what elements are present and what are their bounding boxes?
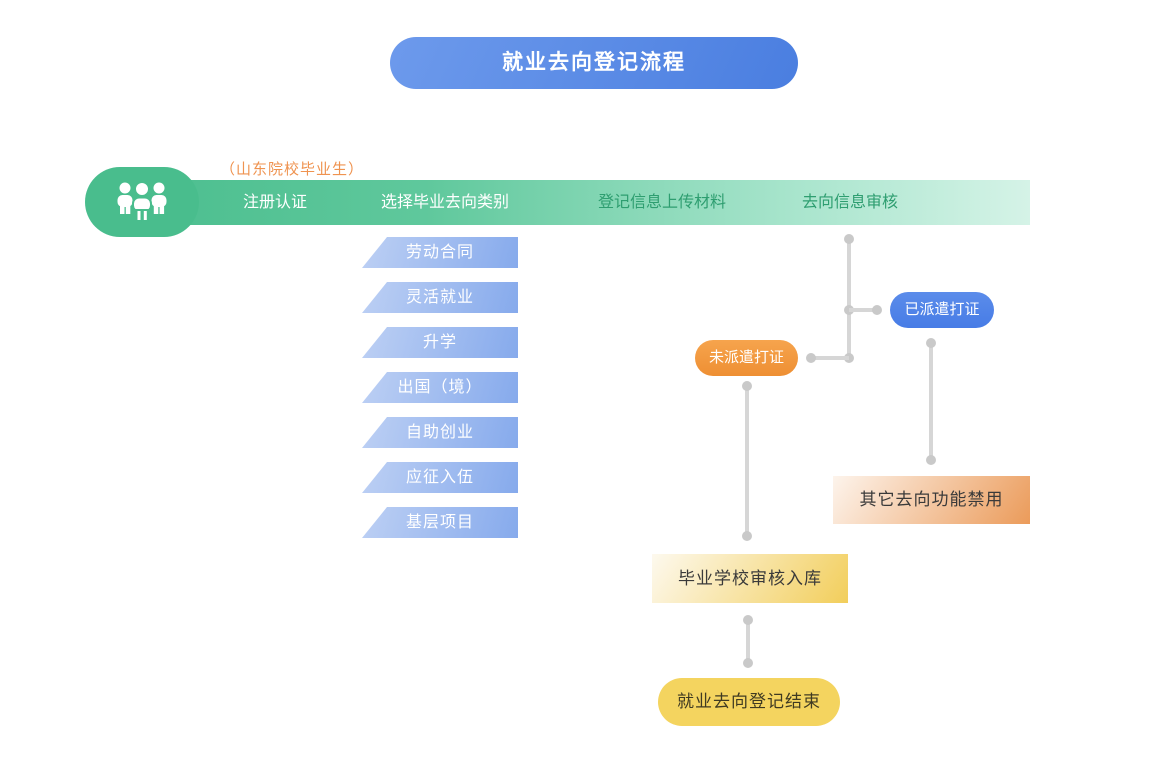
connector-line [847, 239, 851, 358]
connector-dot [926, 338, 936, 348]
connector-dot [872, 305, 882, 315]
connector-dot [806, 353, 816, 363]
connector-dot [742, 531, 752, 541]
graduates-badge [85, 167, 199, 237]
category-item-labor-contract: 劳动合同 [362, 237, 518, 268]
node-other-functions-disabled: 其它去向功能禁用 [833, 476, 1030, 524]
connector-dot [743, 658, 753, 668]
category-item-enlistment: 应征入伍 [362, 462, 518, 493]
step-label-review: 去向信息审核 [801, 194, 899, 211]
connector-line [746, 620, 750, 663]
connector-line [811, 356, 849, 360]
step-label-register: 注册认证 [242, 194, 308, 211]
node-registration-end: 就业去向登记结束 [658, 678, 840, 726]
page-title: 就业去向登记流程 [390, 37, 798, 89]
connector-dot [844, 234, 854, 244]
connector-dot [844, 353, 854, 363]
connector-line [849, 308, 877, 312]
node-school-review: 毕业学校审核入库 [652, 554, 848, 603]
step-label-upload-materials: 登记信息上传材料 [597, 194, 727, 211]
connector-dot [926, 455, 936, 465]
category-item-self-startup: 自助创业 [362, 417, 518, 448]
category-item-further-study: 升学 [362, 327, 518, 358]
audience-note: （山东院校毕业生） [220, 161, 365, 178]
node-dispatched: 已派遣打证 [890, 292, 994, 328]
category-item-abroad: 出国（境） [362, 372, 518, 403]
category-item-grassroots-program: 基层项目 [362, 507, 518, 538]
step-label-choose-category: 选择毕业去向类别 [380, 194, 510, 211]
process-bar [100, 180, 1030, 225]
connector-dot [742, 381, 752, 391]
node-not-dispatched: 未派遣打证 [695, 340, 798, 376]
connector-dot [743, 615, 753, 625]
connector-line [929, 343, 933, 460]
category-list: 劳动合同 灵活就业 升学 出国（境） 自助创业 应征入伍 基层项目 [362, 237, 518, 552]
connector-line [745, 386, 749, 536]
category-item-flexible-employment: 灵活就业 [362, 282, 518, 313]
